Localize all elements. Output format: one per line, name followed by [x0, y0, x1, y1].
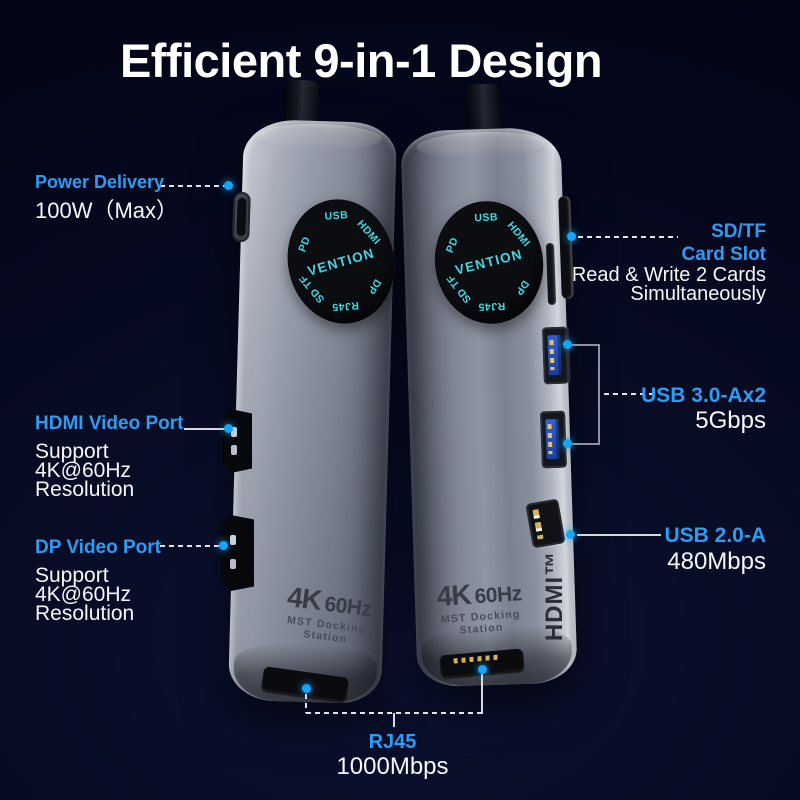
- callout-dp-detail: Support 4K@60Hz Resolution: [35, 564, 135, 625]
- leader-dot-rj45-right: [478, 665, 487, 674]
- leader-line-usb3: [604, 393, 652, 395]
- leader-dot-sdtf: [567, 232, 576, 241]
- callout-rj45-label: RJ45: [368, 731, 417, 753]
- leader-line-sdtf: [578, 236, 678, 238]
- print-4k: 4K: [285, 581, 323, 616]
- usb3-port-2: [540, 410, 567, 469]
- badge-label-usb: USB: [474, 211, 499, 225]
- leader-dot-rj45-left: [302, 684, 311, 693]
- callout-usb3-detail: 5Gbps: [695, 407, 766, 434]
- badge-label-hdmi: HDMI: [354, 217, 383, 248]
- badge-label-rj45: RJ45: [331, 299, 360, 313]
- leader-dot-usb2: [566, 530, 575, 539]
- leader-dot-dp: [219, 541, 228, 550]
- page-title: Efficient 9-in-1 Design: [119, 34, 603, 87]
- callout-sdtf-detail: Read & Write 2 Cards Simultaneously: [571, 264, 766, 305]
- callout-power-delivery-label: Power Delivery: [35, 172, 165, 192]
- badge-label-pd: PD: [443, 235, 461, 255]
- usb3-port-1: [542, 326, 569, 385]
- leader-dot-pd: [224, 181, 233, 190]
- leader-line-pd: [160, 185, 226, 187]
- leader-line-dp: [160, 545, 222, 547]
- brand-logo: VENTION: [453, 246, 525, 278]
- hdmi-side-print: HDMI™: [541, 550, 568, 642]
- callout-usb2-detail: 480Mbps: [667, 548, 766, 575]
- leader-dot-hdmi: [224, 424, 233, 433]
- callout-dp-label: DP Video Port: [35, 537, 161, 558]
- callout-hdmi-label: HDMI Video Port: [35, 413, 184, 434]
- badge-label-rj45: RJ45: [477, 299, 506, 313]
- rj45-line-right: [481, 674, 483, 714]
- leader-line-hdmi: [184, 428, 228, 430]
- badge-label-pd: PD: [296, 234, 313, 254]
- print-60hz: 60Hz: [323, 592, 373, 622]
- badge-label-hdmi: HDMI: [504, 219, 533, 250]
- leader-line-usb2: [577, 534, 661, 536]
- dp-port: [221, 515, 254, 591]
- badge-label-usb: USB: [324, 209, 349, 223]
- rj45-line-stub: [393, 713, 395, 727]
- leader-dot-usb3-top: [563, 340, 572, 349]
- bracket-usb3-side: [598, 344, 600, 445]
- bracket-usb3-top: [572, 344, 600, 346]
- badge-label-dp: DP: [364, 276, 384, 297]
- hdmi-port: [222, 409, 252, 473]
- rj45-line-left: [305, 694, 307, 713]
- callout-usb2-label: USB 2.0-A: [664, 524, 766, 547]
- bracket-usb3-bottom: [572, 443, 600, 445]
- badge-label-dp: DP: [512, 277, 532, 298]
- callout-sdtf-label: SD/TF Card Slot: [681, 221, 766, 265]
- print-4k: 4K: [435, 578, 472, 612]
- callout-power-delivery-detail: 100W（Max）: [35, 198, 179, 223]
- callout-rj45-detail: 1000Mbps: [336, 753, 449, 780]
- brand-logo: VENTION: [305, 245, 377, 279]
- callout-usb3-label: USB 3.0-Ax2: [641, 384, 766, 407]
- usb-c-pd-port: [232, 191, 251, 243]
- leader-dot-usb3-bottom: [563, 439, 572, 448]
- callout-hdmi-detail: Support 4K@60Hz Resolution: [35, 440, 135, 501]
